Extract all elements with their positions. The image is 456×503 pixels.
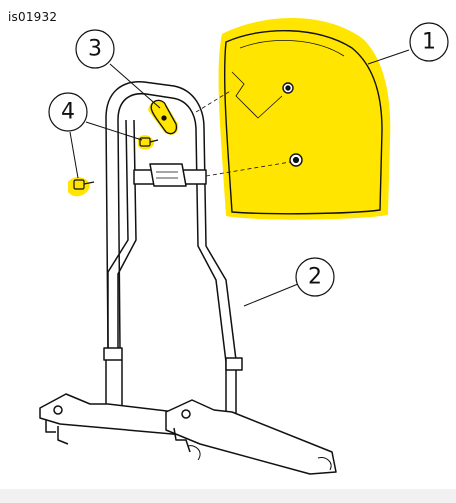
highlights xyxy=(68,18,391,220)
sissy-bar-upright xyxy=(39,81,337,475)
screw-upper xyxy=(139,137,159,147)
leader-2 xyxy=(243,283,299,307)
figure-id-label: is01932 xyxy=(8,10,58,24)
callout-4: 4 xyxy=(48,92,88,132)
callout-1: 1 xyxy=(409,22,449,62)
alignment-lines xyxy=(195,89,291,177)
leader-lines xyxy=(69,49,410,307)
bottom-bar xyxy=(0,489,456,503)
screws xyxy=(73,137,159,190)
callout-2-label: 2 xyxy=(308,265,322,290)
mounting-clip xyxy=(150,99,178,135)
leader-3 xyxy=(109,63,161,109)
callout-1-label: 1 xyxy=(422,30,436,55)
leader-4a xyxy=(85,121,143,141)
leader-1 xyxy=(367,49,410,65)
pad-nut-lower xyxy=(289,153,303,167)
screw-lower xyxy=(73,179,95,190)
leader-4b xyxy=(69,131,79,179)
pad-nut-upper xyxy=(282,82,294,94)
callout-3-label: 3 xyxy=(88,37,102,62)
callout-4-label: 4 xyxy=(61,100,75,125)
callout-3: 3 xyxy=(75,29,115,69)
pad-highlight xyxy=(218,18,391,220)
callout-2: 2 xyxy=(295,257,335,297)
backrest-pad xyxy=(223,30,383,215)
